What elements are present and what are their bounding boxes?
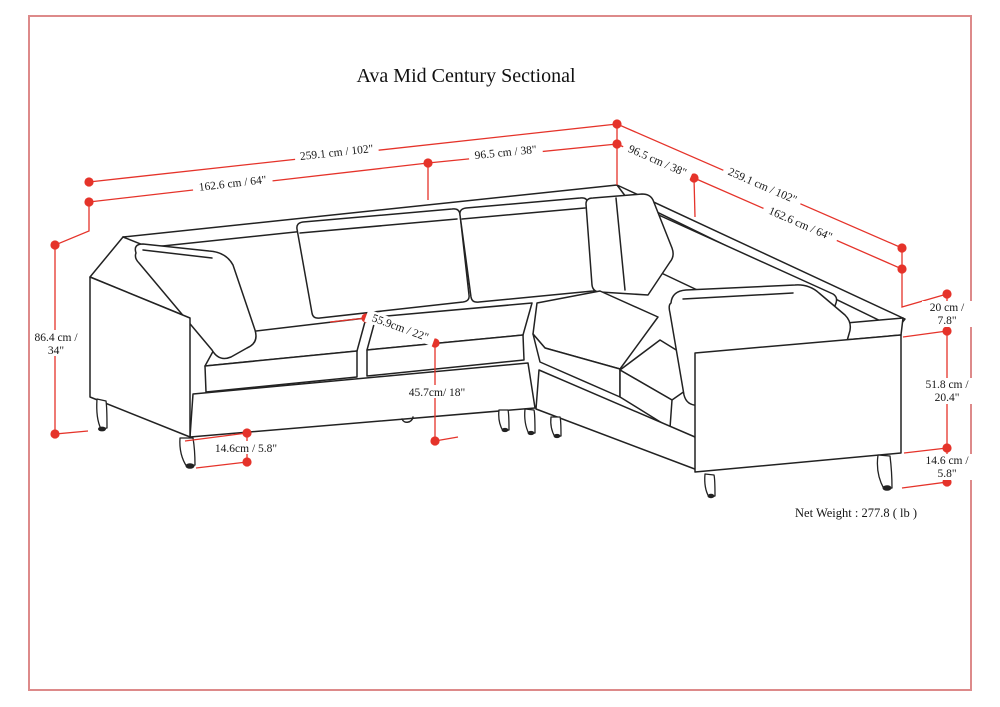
label-bg [192, 172, 274, 195]
label-bg [468, 142, 544, 163]
dimension-dot [612, 119, 622, 129]
dimension-dot [612, 139, 622, 149]
leg-corner-1-foot [501, 427, 509, 433]
dimension-dot [84, 177, 94, 187]
dim-label-corner-return-left: 96.5 cm / 38" [474, 144, 537, 162]
back-cushion-corner-crease [615, 197, 626, 291]
label-bg [294, 141, 380, 164]
dimension-dot [50, 429, 60, 439]
dim-label-overall-width-left: 259.1 cm / 102" [299, 143, 374, 163]
dim-label-section-width-left: 162.6 cm / 64" [198, 174, 267, 194]
label-bg [364, 309, 437, 347]
label-bg [211, 441, 281, 454]
leg-corner-1 [498, 409, 510, 432]
dimension-dot [897, 264, 907, 274]
dimension-dot [242, 457, 252, 467]
dim-label-section-width-right: 162.6 cm / 64" [767, 205, 834, 243]
label-bg [721, 163, 804, 209]
back-cushion-a [296, 208, 470, 319]
dimension-dot [242, 428, 252, 438]
right-arm-outer-face [694, 334, 902, 473]
dim-label-back-above-arm-line2: 7.8" [937, 315, 956, 327]
left-arm-pillow [134, 243, 257, 360]
label-bg [919, 454, 975, 480]
base-frame-left [189, 362, 536, 438]
dim-tick-arm-top [902, 330, 948, 338]
dim-tick-leg-top [184, 432, 248, 442]
dimension-dot [942, 289, 952, 299]
leg-corner-2 [524, 408, 536, 435]
center-glide [401, 416, 414, 423]
leg-left-back [96, 398, 108, 430]
dim-label-seat-height: 45.7cm/ 18" [409, 387, 465, 399]
dimension-dot [689, 173, 699, 183]
leg-right-back [704, 473, 716, 498]
back-cushion-b-top-line [461, 207, 586, 220]
dim-label-arm-height-line2: 20.4" [935, 392, 960, 404]
leg-right-front [876, 454, 893, 490]
dim-label-overall-width-right: 259.1 cm / 102" [726, 166, 798, 206]
left-arm-pillow-edge [142, 249, 213, 259]
dim-label-leg-height-front: 14.6cm / 5.8" [215, 443, 277, 455]
dimension-dot [942, 443, 952, 453]
leg-left-front-foot [185, 463, 195, 469]
dim-tick-leg-bottom [195, 461, 248, 469]
dim-label-arm-height-line1: 51.8 cm / [925, 379, 969, 391]
leg-left-front [179, 437, 196, 468]
sofa-line-art [89, 184, 906, 499]
label-bg [922, 301, 972, 327]
dim-label-leg-height-side-line1: 14.6 cm / [925, 455, 969, 467]
dim-extension-right-mid [693, 177, 696, 218]
seat-cushion-2-front [366, 334, 525, 377]
dim-label-leg-height-side-line2: 5.8" [937, 468, 956, 480]
back-cushion-a-top-line [299, 218, 458, 234]
net-weight-label: Net Weight : 277.8 ( lb ) [795, 506, 917, 520]
label-bg [919, 378, 975, 404]
left-arm-outer-face [89, 276, 191, 438]
dim-label-overall-height-line1: 86.4 cm / [34, 332, 78, 344]
label-bg [406, 385, 468, 398]
dimension-dot [430, 436, 440, 446]
label-bg [31, 330, 81, 356]
dim-tick-frame-bottom [903, 447, 948, 454]
leg-corner-3 [550, 416, 562, 438]
dim-line-overall-height [54, 202, 90, 435]
dim-label-overall-height-line2: 34" [48, 345, 64, 357]
dimension-dot [50, 240, 60, 250]
dimension-dot [423, 158, 433, 168]
page-border [28, 15, 972, 691]
leg-right-back-foot [707, 493, 715, 499]
dimension-dot [84, 197, 94, 207]
leg-corner-2-foot [527, 430, 535, 436]
dim-label-corner-return-right: 96.5 cm / 38" [626, 143, 688, 179]
label-bg [761, 201, 840, 246]
leg-right-front-foot [882, 485, 892, 491]
dimension-dot [897, 243, 907, 253]
right-arm-pillow-edge [682, 292, 794, 300]
label-bg [620, 139, 694, 182]
dimension-dot [942, 326, 952, 336]
leg-left-back-foot [98, 426, 106, 432]
leg-corner-3-foot [553, 433, 561, 439]
dim-label-back-above-arm-line1: 20 cm / [930, 302, 965, 314]
page-title: Ava Mid Century Sectional [356, 65, 575, 87]
seat-cushion-1-front [204, 350, 358, 393]
